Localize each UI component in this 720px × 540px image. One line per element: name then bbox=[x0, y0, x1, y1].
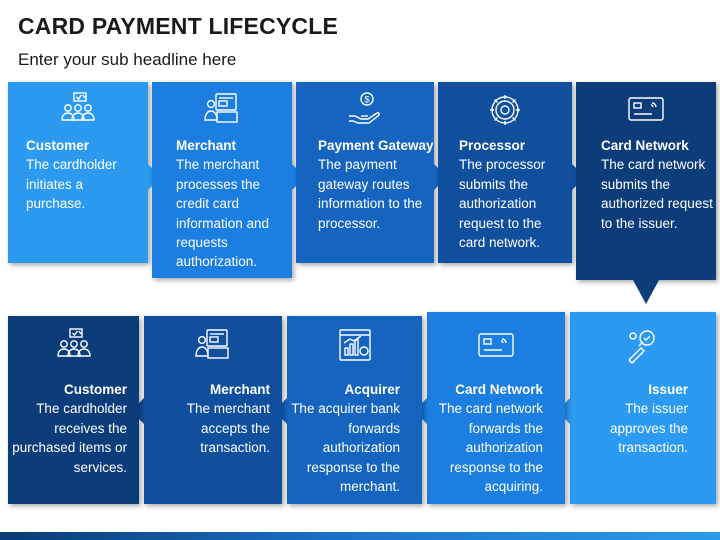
card-body: The merchant accepts the transaction. bbox=[186, 401, 270, 456]
card-heading: Merchant bbox=[176, 138, 237, 153]
footer-bar bbox=[0, 532, 720, 540]
card-heading: Processor bbox=[459, 138, 526, 153]
card-body: The cardholder receives the purchased it… bbox=[12, 401, 127, 475]
acquirer-chart-icon bbox=[287, 326, 422, 366]
card-heading: Payment Gateway bbox=[318, 138, 434, 153]
card-body: The cardholder initiates a purchase. bbox=[26, 157, 117, 212]
card-body: The card network submits the authorized … bbox=[601, 157, 713, 231]
card-heading: Card Network bbox=[601, 138, 689, 153]
top-card-card-network: Card Network The card network submits th… bbox=[576, 82, 716, 280]
page-subtitle: Enter your sub headline here bbox=[18, 50, 237, 69]
card-body: The payment gateway routes information t… bbox=[318, 157, 423, 231]
card-heading: Merchant bbox=[209, 382, 270, 397]
payment-hand-icon: $ bbox=[296, 90, 434, 130]
bottom-card-merchant: Merchant The merchant accepts the transa… bbox=[144, 316, 282, 504]
issuer-approval-icon bbox=[570, 326, 716, 366]
top-card-payment-gateway: $ Payment Gateway The payment gateway ro… bbox=[296, 82, 434, 263]
card-heading: Card Network bbox=[455, 382, 543, 397]
card-body: The acquirer bank forwards authorization… bbox=[291, 401, 400, 495]
card-heading: Customer bbox=[26, 138, 90, 153]
card-body: The merchant processes the credit card i… bbox=[176, 157, 270, 270]
top-card-customer: Customer The cardholder initiates a purc… bbox=[8, 82, 148, 263]
card-network-icon bbox=[576, 90, 716, 130]
card-body: The processor submits the authorization … bbox=[459, 157, 546, 251]
card-heading: Issuer bbox=[648, 382, 688, 397]
card-body: The card network forwards the authorizat… bbox=[438, 401, 543, 495]
gear-processor-icon bbox=[438, 90, 572, 130]
page-title: CARD PAYMENT LIFECYCLE bbox=[18, 13, 339, 39]
merchant-icon bbox=[152, 90, 292, 130]
bottom-card-customer: Customer The cardholder receives the pur… bbox=[8, 316, 139, 504]
card-heading: Acquirer bbox=[344, 382, 400, 397]
card-heading: Customer bbox=[63, 382, 127, 397]
card-body: The issuer approves the transaction. bbox=[609, 401, 688, 456]
customers-icon bbox=[8, 326, 139, 366]
card-network-icon bbox=[427, 326, 565, 366]
arrow-down bbox=[633, 280, 659, 304]
customers-icon bbox=[8, 90, 148, 130]
bottom-card-issuer: Issuer The issuer approves the transacti… bbox=[570, 312, 716, 504]
svg-text:$: $ bbox=[365, 95, 370, 105]
bottom-card-acquirer: Acquirer The acquirer bank forwards auth… bbox=[287, 316, 422, 504]
top-card-merchant: Merchant The merchant processes the cred… bbox=[152, 82, 292, 278]
bottom-card-card-network: Card Network The card network forwards t… bbox=[427, 312, 565, 504]
merchant-icon bbox=[144, 326, 282, 366]
top-card-processor: Processor The processor submits the auth… bbox=[438, 82, 572, 263]
